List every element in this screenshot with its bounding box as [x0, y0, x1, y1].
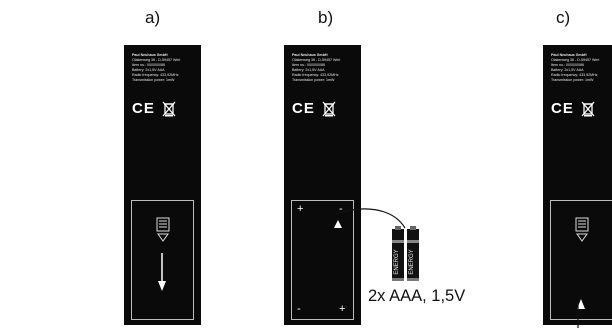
label-radio-frequency: Radio frequency: 433,92MHz — [132, 72, 179, 77]
label-address: Olakenweg 36 - D-59457 Werl — [132, 57, 181, 62]
weee-bin-icon — [162, 101, 176, 116]
label-company: Paul Neuhaus GmbH — [292, 53, 328, 57]
panel-label-b: b) — [318, 8, 334, 27]
label-transmission-power: Transmission power: 1mW — [132, 77, 175, 82]
label-company: Paul Neuhaus GmbH — [132, 53, 168, 57]
remote-panel-c: Paul Neuhaus GmbH Olakenweg 36 - D-59457… — [543, 45, 612, 325]
cover-grip-icon — [575, 217, 589, 242]
battery-brand-text: ENERGY — [394, 249, 400, 274]
ce-mark: CE — [132, 100, 155, 117]
battery-compartment: + - - + — [291, 200, 354, 320]
battery-cover — [550, 200, 612, 320]
product-label: Paul Neuhaus GmbH Olakenweg 36 - D-59457… — [551, 53, 599, 82]
certification-marks: CE — [132, 100, 176, 117]
label-address: Olakenweg 36 - D-59457 Werl — [292, 57, 341, 62]
ce-mark: CE — [292, 100, 315, 117]
polarity-top-left: + — [297, 203, 304, 215]
polarity-bottom-right: + — [339, 303, 346, 315]
cover-grip-icon — [156, 217, 170, 242]
label-transmission-power: Transmission power: 1mW — [292, 77, 335, 82]
label-radio-frequency: Radio frequency: 433,92MHz — [292, 72, 339, 77]
product-label: Paul Neuhaus GmbH Olakenweg 36 - D-59457… — [132, 53, 180, 82]
label-battery: Battery: 2x1,5V AAA — [551, 67, 584, 72]
polarity-top-right: - — [339, 203, 343, 215]
insert-direction-arrow-icon — [334, 220, 342, 228]
slide-down-arrow-icon — [158, 253, 166, 291]
insertion-curve-arrow — [335, 208, 406, 229]
panel-label-a: a) — [145, 8, 161, 27]
label-item-no: Item no.: 000000086 — [292, 62, 325, 67]
certification-marks: CE — [292, 100, 336, 117]
polarity-bottom-left: - — [297, 303, 301, 315]
label-address: Olakenweg 36 - D-59457 Werl — [551, 57, 600, 62]
weee-bin-icon — [322, 101, 336, 116]
remote-panel-b: Paul Neuhaus GmbH Olakenweg 36 - D-59457… — [284, 45, 361, 325]
battery-brand-text: ENERGY — [409, 249, 415, 274]
aaa-battery-2 — [407, 226, 419, 281]
label-battery: Battery: 2x1,5V AAA — [292, 67, 325, 72]
label-transmission-power: Transmission power: 1mW — [551, 77, 594, 82]
weee-bin-icon — [581, 101, 595, 116]
label-battery: Battery: 2x1,5V AAA — [132, 67, 165, 72]
product-label: Paul Neuhaus GmbH Olakenweg 36 - D-59457… — [292, 53, 340, 82]
label-company: Paul Neuhaus GmbH — [551, 53, 587, 57]
remote-panel-a: Paul Neuhaus GmbH Olakenweg 36 - D-59457… — [124, 45, 201, 325]
label-item-no: Item no.: 000000086 — [132, 62, 165, 67]
slide-up-arrow-icon — [577, 299, 585, 309]
aaa-battery-1 — [392, 226, 404, 281]
battery-cover — [131, 200, 194, 320]
ce-mark: CE — [551, 100, 574, 117]
battery-caption: 2x AAA, 1,5V — [368, 287, 466, 305]
certification-marks: CE — [551, 100, 595, 117]
label-item-no: Item no.: 000000086 — [551, 62, 584, 67]
panel-label-c: c) — [556, 8, 571, 27]
label-radio-frequency: Radio frequency: 433,92MHz — [551, 72, 598, 77]
